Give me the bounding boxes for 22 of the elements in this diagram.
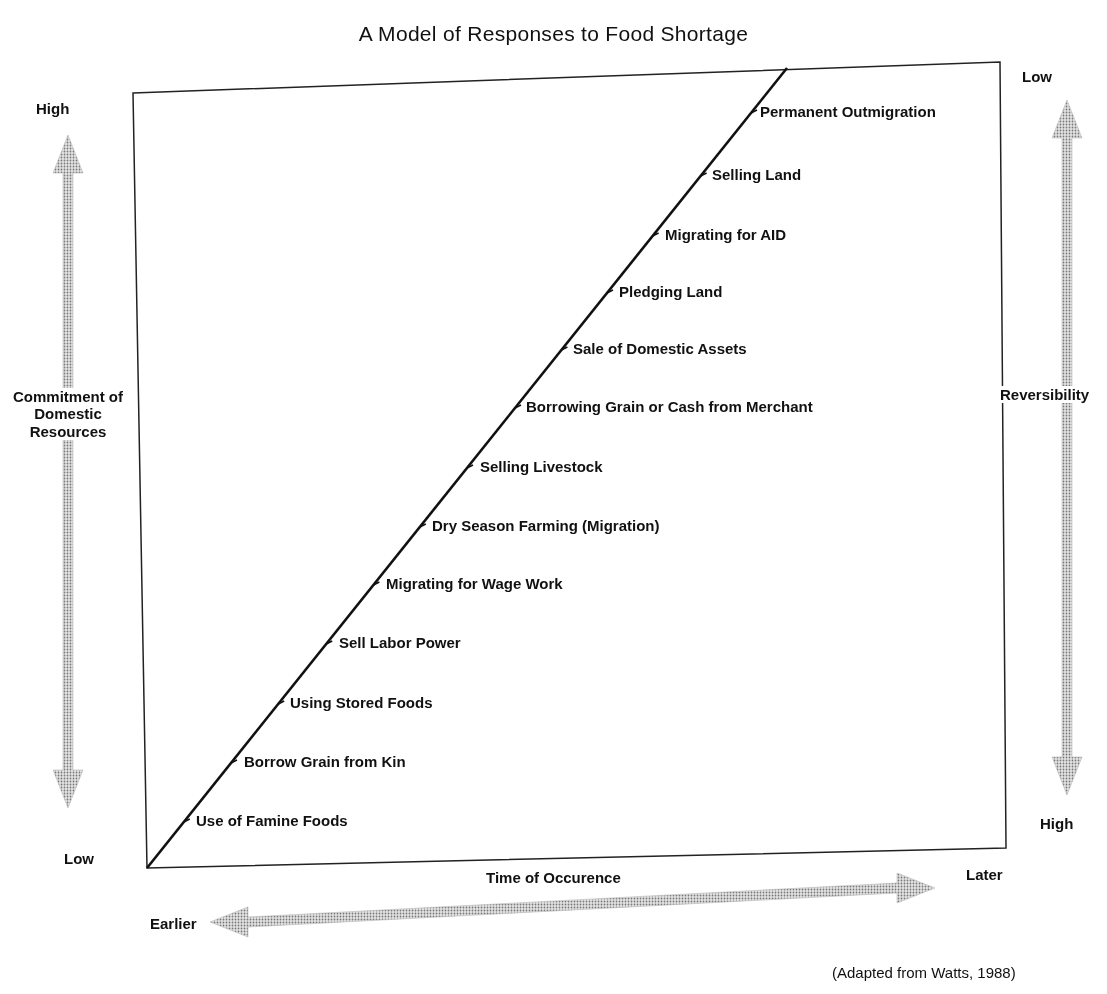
response-label: Pledging Land xyxy=(619,283,723,301)
response-label: Migrating for Wage Work xyxy=(386,575,563,593)
response-label: Borrow Grain from Kin xyxy=(244,753,406,771)
response-label: Sale of Domestic Assets xyxy=(573,340,747,358)
caption: (Adapted from Watts, 1988) xyxy=(832,964,1016,981)
response-label: Selling Livestock xyxy=(480,458,603,476)
response-label: Migrating for AID xyxy=(665,226,787,244)
response-label: Using Stored Foods xyxy=(290,694,433,712)
axis-label: Low xyxy=(64,850,94,868)
axis-label: High xyxy=(36,100,70,118)
axis-label: Earlier xyxy=(150,915,197,933)
axis-label: Later xyxy=(966,866,1003,884)
response-label: Dry Season Farming (Migration) xyxy=(432,517,660,535)
response-label: Permanent Outmigration xyxy=(760,103,936,121)
axis-label: Reversibility xyxy=(1000,386,1090,404)
response-label: Borrowing Grain or Cash from Merchant xyxy=(526,398,813,416)
axis-label: High xyxy=(1040,815,1074,833)
title: A Model of Responses to Food Shortage xyxy=(357,22,750,46)
response-label: Use of Famine Foods xyxy=(196,812,348,830)
response-label: Sell Labor Power xyxy=(339,634,461,652)
axis-label: Low xyxy=(1022,68,1052,86)
response-label: Selling Land xyxy=(712,166,802,184)
